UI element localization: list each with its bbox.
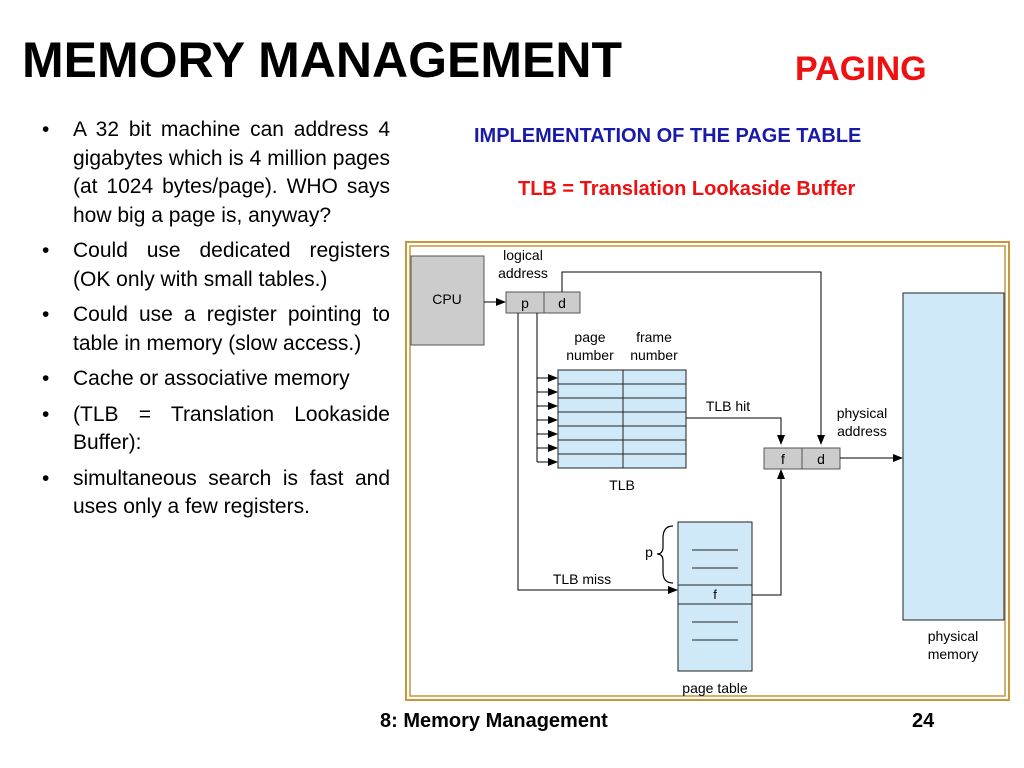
diagram-outer-frame bbox=[405, 241, 1010, 701]
tlb-table bbox=[557, 369, 687, 469]
section-heading: IMPLEMENTATION OF THE PAGE TABLE bbox=[474, 125, 862, 147]
physical-memory-box bbox=[902, 292, 1005, 621]
logical-address-label: address bbox=[498, 265, 548, 281]
page-number-header: number bbox=[566, 347, 614, 363]
bullet-item: Could use dedicated registers (OK only w… bbox=[40, 237, 390, 294]
bullet-item: simultaneous search is fast and uses onl… bbox=[40, 465, 390, 522]
p-label: p bbox=[521, 295, 529, 311]
logical-address-label: logical bbox=[503, 247, 543, 263]
slide-subtitle: PAGING bbox=[795, 50, 927, 88]
physical-address-label: address bbox=[837, 423, 887, 439]
page-table-label: page table bbox=[682, 680, 748, 696]
page-table-p-label: p bbox=[645, 544, 653, 560]
paging-hardware-diagram: CPU logical address p d page number fram… bbox=[405, 241, 1010, 701]
physical-d-label: d bbox=[817, 451, 825, 467]
cpu-label: CPU bbox=[432, 291, 462, 307]
bullet-item: Cache or associative memory bbox=[40, 365, 390, 394]
page-number: 24 bbox=[912, 710, 935, 732]
physical-f-label: f bbox=[781, 451, 785, 467]
frame-number-header: number bbox=[630, 347, 678, 363]
tlb-diagram-svg: CPU logical address p d page number fram… bbox=[405, 241, 1010, 701]
page-table-to-frame-arrow bbox=[752, 469, 785, 596]
d-label: d bbox=[558, 295, 566, 311]
diagram-inner-frame bbox=[409, 245, 1006, 697]
tlb-label: TLB bbox=[609, 477, 635, 493]
physical-memory-label: memory bbox=[928, 646, 979, 662]
footer-title: 8: Memory Management bbox=[380, 710, 608, 732]
bullet-item: (TLB = Translation Lookaside Buffer): bbox=[40, 401, 390, 458]
page-index-brace bbox=[656, 525, 674, 584]
tlb-definition: TLB = Translation Lookaside Buffer bbox=[518, 178, 856, 200]
page-table-box bbox=[677, 521, 753, 672]
bullet-item: A 32 bit machine can address 4 gigabytes… bbox=[40, 116, 390, 230]
offset-arrow bbox=[561, 271, 825, 445]
page-table-f-label: f bbox=[713, 587, 717, 602]
physical-memory-label: physical bbox=[928, 628, 979, 644]
page-number-header: page bbox=[574, 329, 605, 345]
tlb-hit-label: TLB hit bbox=[706, 398, 750, 414]
bullet-list: A 32 bit machine can address 4 gigabytes… bbox=[40, 116, 390, 529]
tlb-miss-label: TLB miss bbox=[553, 571, 611, 587]
slide-title: MEMORY MANAGEMENT bbox=[22, 32, 622, 88]
frame-number-header: frame bbox=[636, 329, 672, 345]
tlb-miss-arrow bbox=[517, 313, 678, 594]
tlb-hit-arrow bbox=[686, 417, 785, 445]
physical-address-label: physical bbox=[837, 405, 888, 421]
bullet-item: Could use a register pointing to table i… bbox=[40, 301, 390, 358]
cpu-box bbox=[410, 255, 485, 346]
